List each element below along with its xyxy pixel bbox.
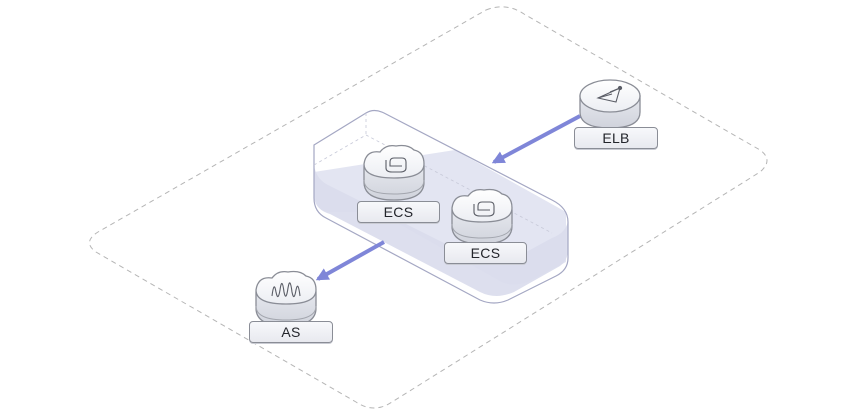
ecs-2-label-text: ECS [470, 245, 501, 261]
server-clip-icon [473, 201, 495, 217]
as-label-text: AS [281, 324, 301, 340]
ecs-to-as-arrow [315, 240, 385, 281]
ecs-node-1[interactable] [363, 144, 425, 201]
as-node[interactable] [255, 270, 317, 327]
server-clip-icon [385, 157, 407, 173]
ecs-1-label-text: ECS [383, 204, 414, 220]
ecs-node-2[interactable] [451, 188, 513, 245]
elb-node[interactable] [579, 79, 641, 129]
load-balancer-icon [596, 85, 623, 103]
elb-label: ELB [574, 127, 658, 149]
ecs-1-label: ECS [357, 201, 440, 223]
as-label: AS [249, 321, 333, 343]
region-boundary [89, 6, 768, 409]
ecs-2-label: ECS [444, 242, 527, 264]
ecs-group-container [313, 109, 569, 304]
elb-label-text: ELB [602, 130, 630, 146]
auto-scaling-wave-icon [271, 282, 301, 298]
elb-to-ecs-arrow [491, 114, 581, 164]
